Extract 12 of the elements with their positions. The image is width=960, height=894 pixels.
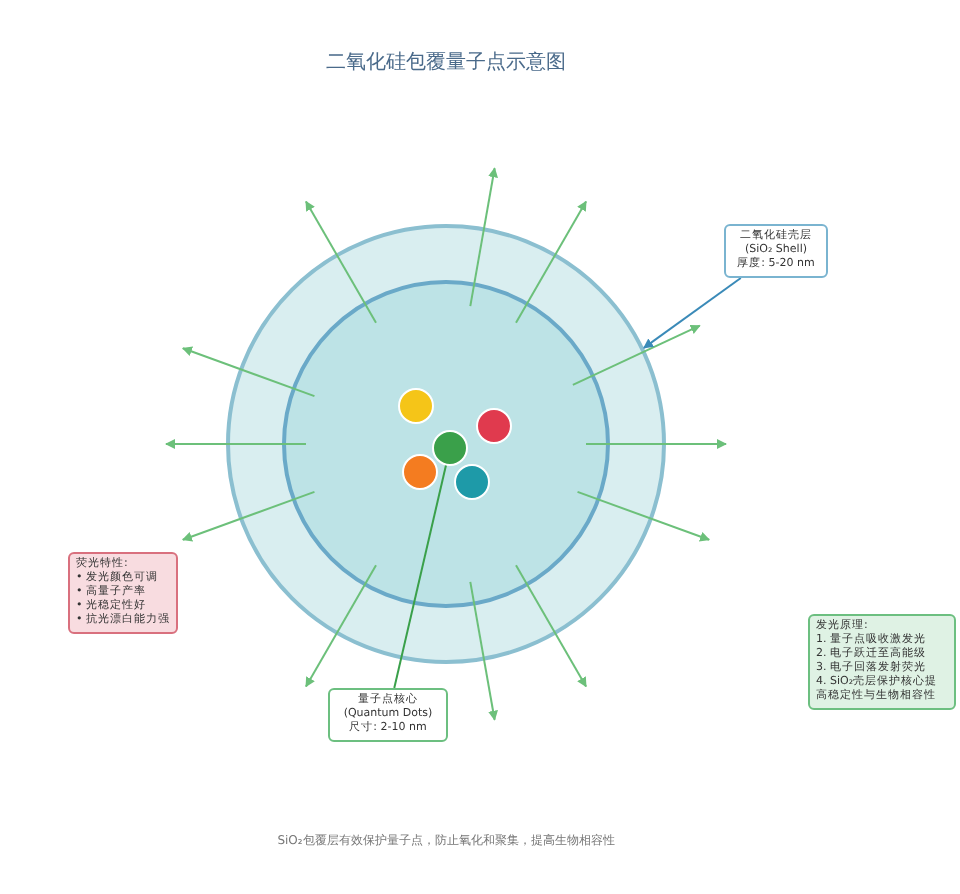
callout-box [328,688,448,742]
quantum-dot [454,464,490,500]
leader-line [642,277,742,349]
quantum-dot [432,430,468,466]
note-box [68,552,178,634]
callout-box [724,224,828,278]
quantum-dot [476,408,512,444]
quantum-dot [398,388,434,424]
diagram-title: 二氧化硅包覆量子点示意图 [324,49,568,76]
quantum-dot [402,454,438,490]
leader-line [393,464,447,689]
note-box [808,614,956,710]
